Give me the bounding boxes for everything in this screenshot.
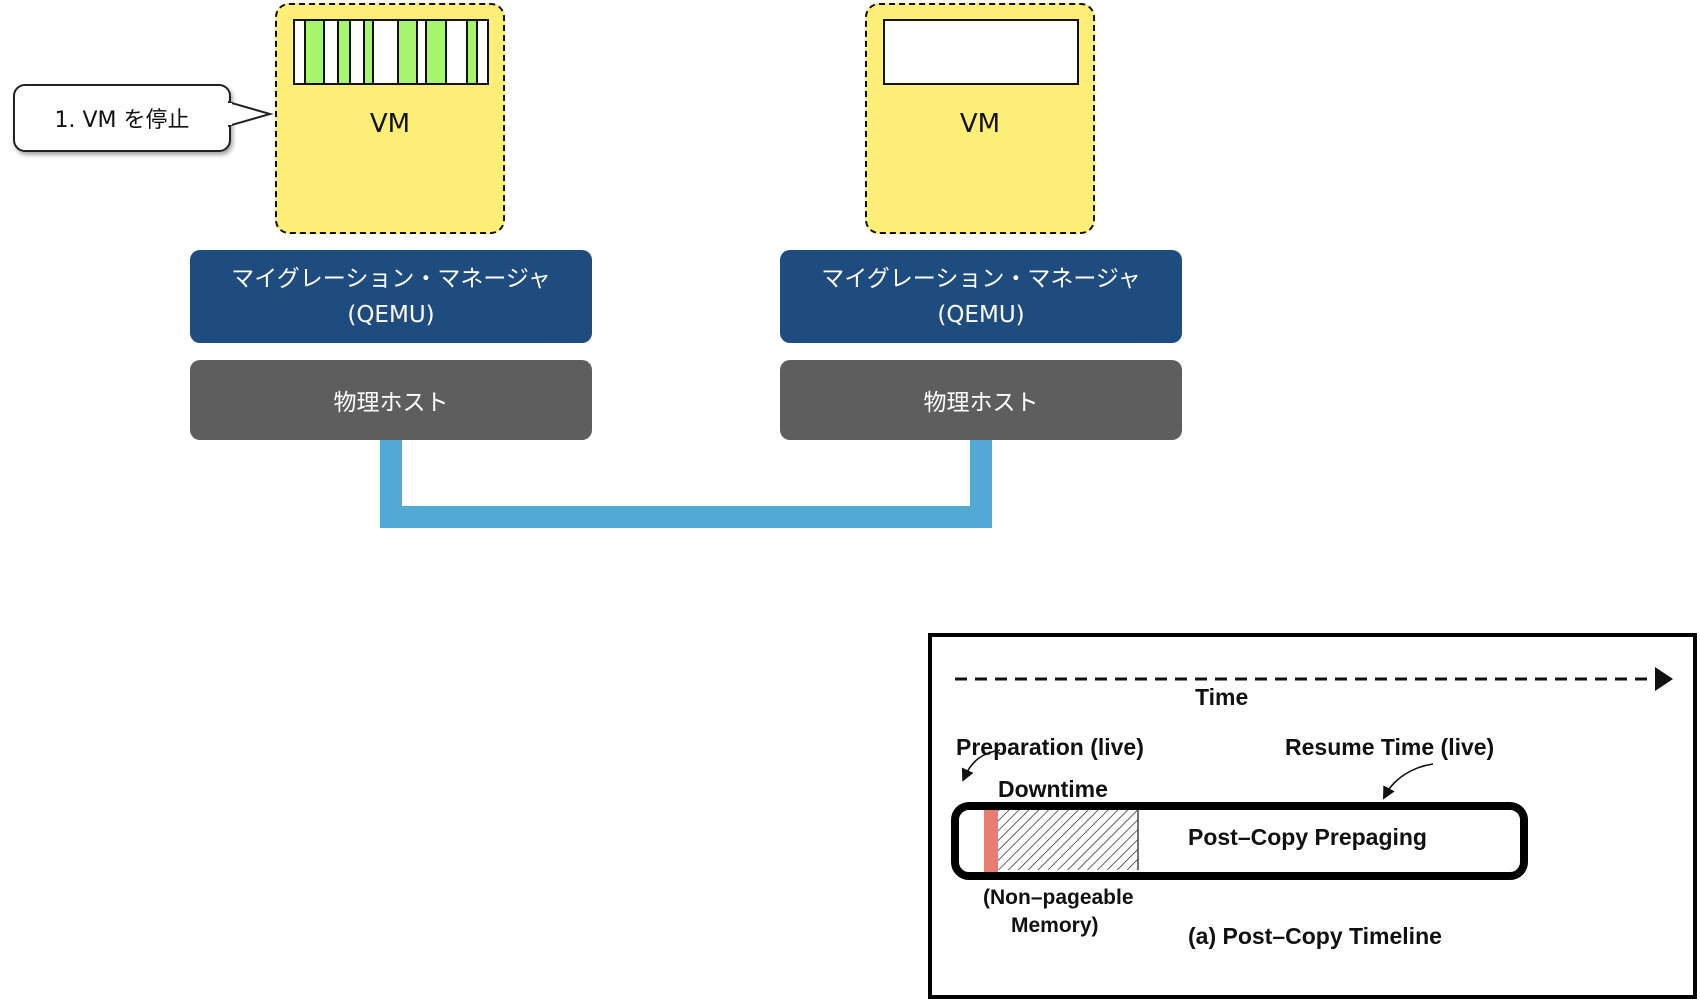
- preparation-region: [984, 803, 998, 873]
- timeline-graphics: [951, 667, 1673, 880]
- step-callout: 1. VM を停止: [13, 84, 231, 152]
- source-vm-memory: [293, 19, 489, 85]
- memory-page-dirty: [397, 21, 417, 83]
- source-manager-name: マイグレーション・マネージャ: [231, 265, 551, 292]
- memory-page-divider: [466, 21, 469, 83]
- memory-page-divider: [362, 21, 365, 83]
- memory-page-clean: [477, 21, 487, 83]
- memory-page-divider: [444, 21, 447, 83]
- time-axis-label: Time: [1195, 684, 1249, 710]
- post-copy-prepaging-label: Post–Copy Prepaging: [1188, 824, 1427, 850]
- source-vm: VM: [275, 3, 505, 234]
- network-link-bottom: [380, 506, 992, 528]
- memory-page-dirty: [467, 21, 478, 83]
- memory-page-divider: [348, 21, 351, 83]
- downtime-region: [993, 810, 1138, 870]
- preparation-label: Preparation (live): [956, 734, 1144, 760]
- memory-page-clean: [295, 21, 305, 83]
- resume-time-label: Resume Time (live): [1285, 734, 1495, 760]
- memory-page-clean: [324, 21, 338, 83]
- destination-vm-memory: [883, 19, 1079, 85]
- memory-page-dirty: [363, 21, 374, 83]
- downtime-label: Downtime: [998, 776, 1108, 802]
- destination-manager-subtitle: (QEMU): [937, 301, 1025, 328]
- time-axis-arrowhead: [1655, 667, 1673, 691]
- memory-page-dirty: [304, 21, 325, 83]
- memory-page-clean: [416, 21, 427, 83]
- preparation-arrow: [961, 749, 1001, 782]
- destination-migration-manager: マイグレーション・マネージャ (QEMU): [780, 250, 1182, 343]
- memory-page-divider: [396, 21, 399, 83]
- source-migration-manager: マイグレーション・マネージャ (QEMU): [190, 250, 592, 343]
- timeline-caption: (a) Post–Copy Timeline: [1188, 923, 1442, 949]
- memory-page-clean: [373, 21, 398, 83]
- destination-host-label: 物理ホスト: [923, 390, 1039, 416]
- source-host-label: 物理ホスト: [333, 390, 449, 416]
- memory-page-divider: [323, 21, 326, 83]
- memory-page-dirty: [338, 21, 350, 83]
- callout-text: 1. VM を停止: [54, 108, 190, 133]
- source-physical-host: 物理ホスト: [190, 360, 592, 440]
- memory-page-divider: [476, 21, 479, 83]
- memory-page-dirty: [426, 21, 446, 83]
- memory-page-divider: [303, 21, 306, 83]
- destination-manager-name: マイグレーション・マネージャ: [821, 265, 1141, 292]
- memory-page-divider: [337, 21, 339, 83]
- memory-page-divider: [372, 21, 375, 83]
- memory-page-divider: [415, 21, 418, 83]
- non-pageable-label-line2: Memory): [1011, 914, 1099, 937]
- source-vm-label: VM: [369, 109, 411, 139]
- source-manager-subtitle: (QEMU): [347, 301, 435, 328]
- resume-arrow: [1382, 763, 1434, 800]
- timeline-bar: [951, 802, 1528, 880]
- non-pageable-label-line1: (Non–pageable: [983, 886, 1134, 909]
- memory-page-divider: [425, 21, 428, 83]
- destination-physical-host: 物理ホスト: [780, 360, 1182, 440]
- destination-vm-label: VM: [959, 109, 1001, 139]
- network-link-right: [970, 440, 992, 528]
- destination-vm: VM: [865, 3, 1095, 234]
- memory-page-clean: [349, 21, 364, 83]
- memory-page-clean: [445, 21, 468, 83]
- callout-pointer: [228, 100, 274, 128]
